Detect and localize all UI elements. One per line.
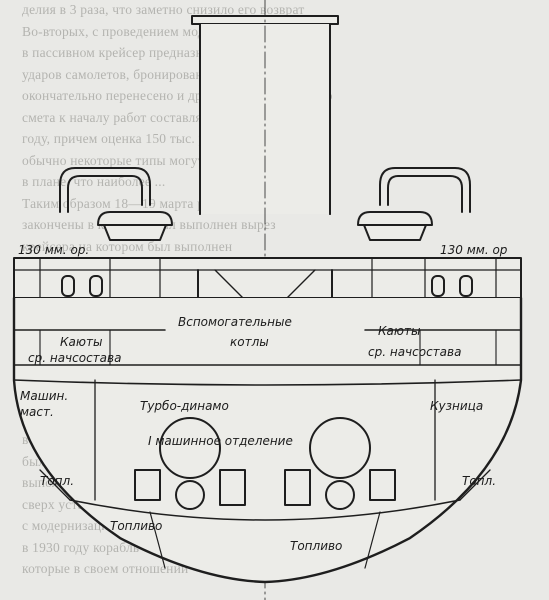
label-gun-left: 130 мм. ор. bbox=[18, 243, 89, 257]
label-galley: Кузница bbox=[430, 399, 483, 413]
background-text-line: которые в своем отношении bbox=[22, 561, 189, 576]
background-text-line: в 1930 году корабль bbox=[22, 539, 140, 555]
label-workshop-1: Машин. bbox=[20, 389, 68, 403]
labels: 130 мм. ор. 130 мм. ор Вспомогательные к… bbox=[18, 243, 508, 553]
label-cabins-right-1: Каюты bbox=[378, 324, 420, 338]
label-small-left: Топл. bbox=[40, 474, 74, 488]
label-cabins-left-1: Каюты bbox=[60, 335, 102, 349]
label-cabins-left-2: ср. начсостава bbox=[28, 351, 121, 365]
funnel bbox=[191, 0, 339, 600]
label-fuel-left: Топливо bbox=[110, 519, 162, 533]
engine-left bbox=[134, 417, 246, 510]
background-text-line: крейсера на котором был выполнен bbox=[22, 238, 233, 254]
engine-right bbox=[284, 417, 396, 510]
label-small-right: Топл. bbox=[462, 474, 496, 488]
background-text-line: в плане, что наиболее ... bbox=[22, 174, 166, 189]
label-fuel-right: Топливо bbox=[290, 539, 342, 553]
label-turbo-dynamo: Турбо-динамо bbox=[140, 399, 229, 413]
label-workshop-2: маст. bbox=[20, 405, 54, 419]
label-gun-right: 130 мм. ор bbox=[440, 243, 508, 257]
label-aux-boilers-1: Вспомогательные bbox=[178, 315, 292, 329]
boat-left bbox=[59, 167, 173, 241]
background-text-line: делия в 3 раза, что заметно снизило его … bbox=[22, 2, 305, 17]
hull bbox=[12, 296, 523, 584]
label-engine-room: I машинное отделение bbox=[148, 434, 293, 448]
label-aux-boilers-2: котлы bbox=[230, 335, 269, 349]
upper-deck bbox=[13, 257, 522, 299]
label-cabins-right-2: ср. начсостава bbox=[368, 345, 461, 359]
boat-right bbox=[357, 167, 471, 241]
background-text-line: году, причем оценка 150 тыс. руб. ... bbox=[22, 131, 238, 146]
